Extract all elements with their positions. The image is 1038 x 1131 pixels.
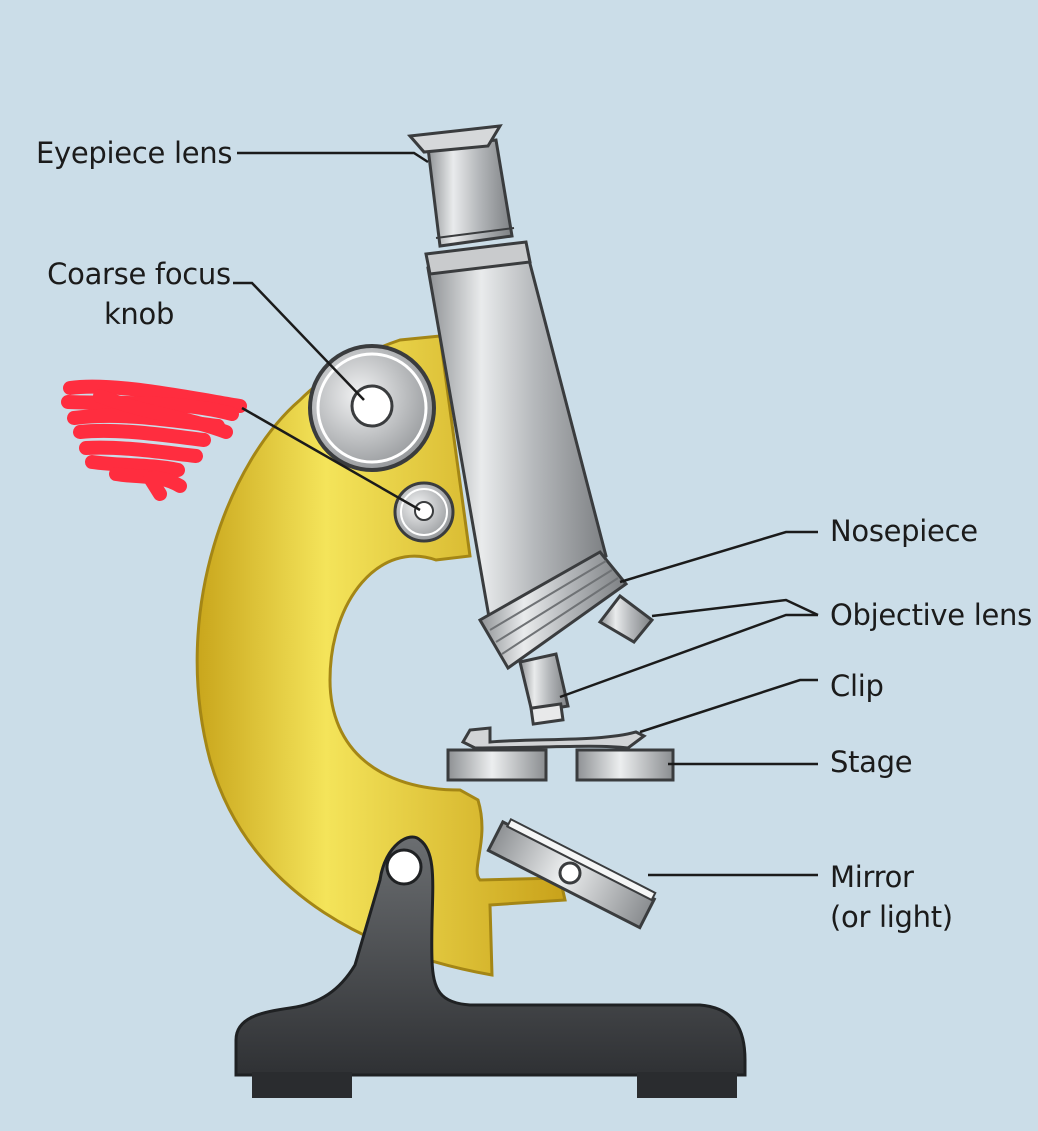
leader-fine-focus <box>241 406 421 512</box>
label-coarse-focus-knob: Coarse focus knob <box>44 254 234 334</box>
label-mirror-line2: (or light) <box>830 900 953 934</box>
label-objective-lens: Objective lens <box>830 598 1032 632</box>
leader-objective-main <box>559 613 818 699</box>
leader-clip <box>639 678 818 734</box>
leader-eyepiece <box>237 151 429 164</box>
label-coarse-focus-line2: knob <box>103 297 175 331</box>
redaction-scribble <box>61 379 247 501</box>
arm <box>195 334 567 977</box>
label-stage: Stage <box>830 745 913 779</box>
label-mirror-line1: Mirror <box>830 860 914 894</box>
mirror-pivot <box>558 861 582 885</box>
leader-lines <box>233 151 819 877</box>
leader-coarse-focus <box>233 281 365 401</box>
label-nosepiece: Nosepiece <box>830 514 978 548</box>
stage-left <box>446 748 548 782</box>
label-coarse-focus-line1: Coarse focus <box>47 257 231 291</box>
base-foot-right <box>637 1072 737 1098</box>
label-eyepiece-lens: Eyepiece lens <box>36 136 233 170</box>
eyepiece-cup <box>406 124 503 154</box>
base-pivot <box>385 848 423 886</box>
tube-collar <box>424 240 532 276</box>
coarse-focus-knob-center <box>350 384 394 428</box>
nosepiece-ring <box>477 550 629 671</box>
base-foot-left <box>252 1072 352 1098</box>
objective-lens-main <box>518 652 570 714</box>
objective-lens-side <box>597 593 655 644</box>
leader-nosepiece <box>619 530 818 584</box>
stage-right <box>575 748 675 782</box>
clip <box>460 726 647 750</box>
label-clip: Clip <box>830 669 884 703</box>
base <box>234 835 747 1077</box>
leader-objective-side <box>651 598 819 618</box>
label-mirror: Mirror (or light) <box>830 857 953 937</box>
